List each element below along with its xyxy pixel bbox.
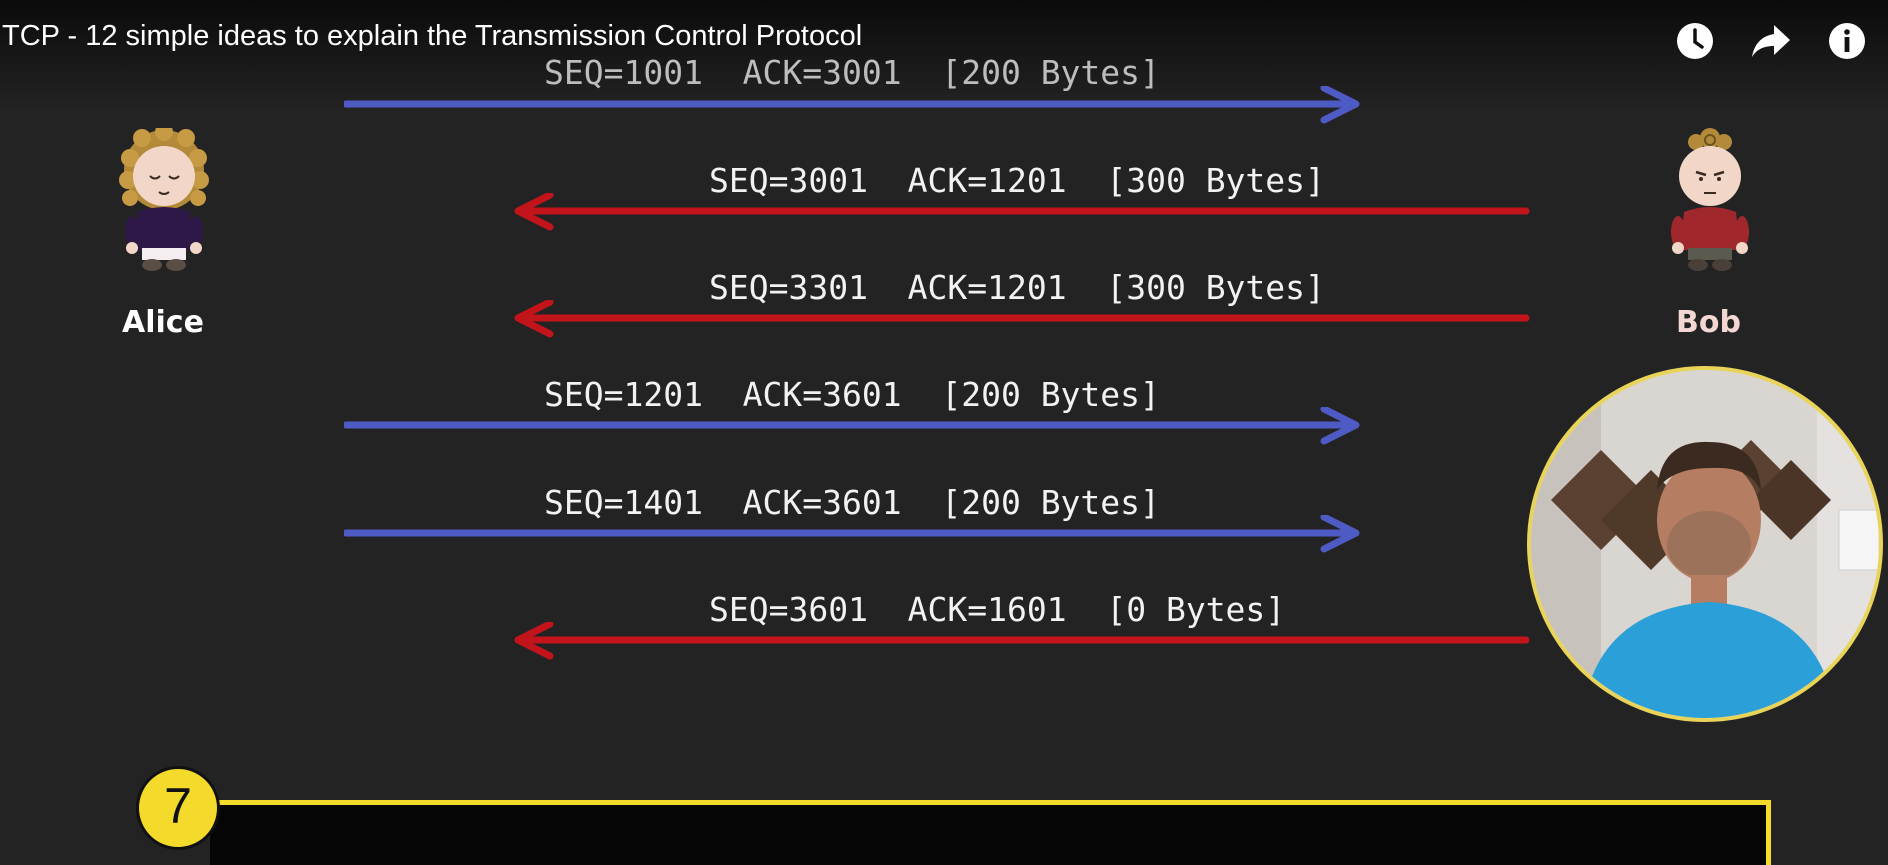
share-button[interactable] (1750, 20, 1792, 62)
alice-avatar (119, 128, 209, 271)
player-top-controls (1674, 20, 1868, 62)
message-label: SEQ=3301 ACK=1201 [300 Bytes] (709, 268, 1325, 307)
arrow-right (344, 86, 1360, 124)
arrow-right (344, 515, 1360, 553)
chapter-number: 7 (164, 778, 192, 834)
arrow-left (514, 193, 1530, 231)
alice-name: Alice (122, 305, 204, 340)
info-button[interactable] (1826, 20, 1868, 62)
clock-icon (1677, 23, 1713, 59)
share-arrow-icon (1752, 25, 1790, 57)
message-label: SEQ=1001 ACK=3001 [200 Bytes] (544, 53, 1160, 92)
watch-later-button[interactable] (1674, 20, 1716, 62)
video-title[interactable]: TCP - 12 simple ideas to explain the Tra… (2, 20, 863, 52)
message-label: SEQ=3001 ACK=1201 [300 Bytes] (709, 161, 1325, 200)
presenter-webcam (1527, 366, 1883, 722)
top-overlay (0, 0, 1888, 110)
bob-avatar (1671, 128, 1749, 271)
bob-name: Bob (1676, 305, 1741, 340)
arrow-left (514, 300, 1530, 338)
info-icon (1829, 23, 1865, 59)
message-label: SEQ=3601 ACK=1601 [0 Bytes] (709, 590, 1286, 629)
message-label: SEQ=1201 ACK=3601 [200 Bytes] (544, 375, 1160, 414)
arrow-right (344, 407, 1360, 445)
presenter-video-frame (1531, 370, 1879, 718)
arrow-left (514, 622, 1530, 660)
message-label: SEQ=1401 ACK=3601 [200 Bytes] (544, 483, 1160, 522)
chapter-banner (210, 800, 1771, 865)
chapter-number-badge: 7 (136, 766, 220, 850)
